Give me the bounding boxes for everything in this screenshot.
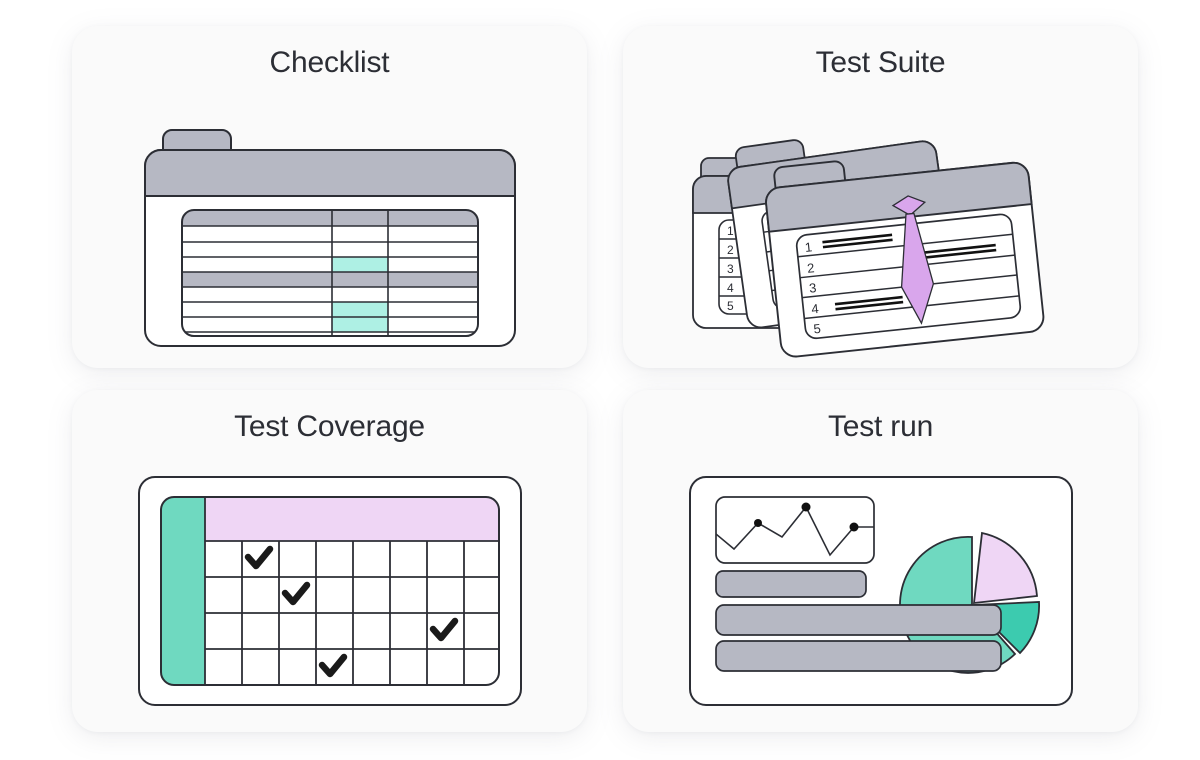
page-title-test-run: Test run [827, 410, 934, 443]
test-run-art [623, 450, 1138, 732]
page-title-checklist: Checklist [269, 46, 390, 79]
card-test-suite[interactable]: Test Suite [623, 26, 1138, 368]
row-number: 2 [727, 243, 734, 257]
grid-sidebar [160, 497, 205, 685]
grid-border [159, 496, 500, 686]
card-checklist[interactable]: Checklist [72, 26, 587, 368]
dashboard-report-icon [688, 476, 1073, 706]
row-number: 4 [810, 301, 819, 317]
card-test-run[interactable]: Test run [623, 390, 1138, 732]
pie-slice-skipped [972, 531, 1038, 605]
folder-with-table-icon [143, 129, 516, 347]
test-suite-art: 1 2 3 4 5 [623, 86, 1138, 368]
card-test-coverage[interactable]: Test Coverage [72, 390, 587, 732]
checklist-art [72, 86, 587, 368]
table-divider-row [181, 272, 478, 287]
row-number: 3 [808, 280, 817, 296]
coverage-grid [160, 497, 499, 685]
table-header-row [181, 210, 478, 226]
check-icon [429, 617, 458, 642]
report-bar [714, 604, 1002, 636]
check-icon [244, 545, 273, 570]
line-chart-panel [714, 496, 875, 564]
report-bar [714, 640, 1002, 672]
stacked-folders-icon: 1 2 3 4 5 [691, 139, 1044, 358]
page-title-test-suite: Test Suite [815, 46, 946, 79]
test-run-line-chart [714, 496, 875, 564]
report-bars [714, 570, 1002, 672]
row-number: 2 [806, 260, 815, 276]
row-number: 1 [727, 224, 734, 238]
row-number: 3 [727, 262, 734, 276]
bookmark-ribbon [891, 195, 934, 325]
check-icon [318, 653, 347, 678]
row-mark [821, 233, 893, 249]
report-bar [714, 570, 867, 598]
row-number: 5 [727, 299, 734, 313]
table-cell-highlight [331, 257, 388, 272]
folder-header-band [143, 149, 516, 197]
row-mark [923, 243, 996, 259]
line-series [715, 505, 874, 557]
table-border [180, 209, 479, 337]
row-mark [834, 295, 903, 311]
grid-header-row [204, 497, 499, 541]
check-icon [281, 581, 310, 606]
coverage-grid-icon [137, 476, 522, 706]
line-markers [753, 502, 858, 532]
folder-front: 1 2 3 4 5 [764, 160, 1044, 358]
row-number: 1 [804, 239, 813, 255]
page-title-test-coverage: Test Coverage [234, 410, 425, 443]
row-number: 4 [727, 281, 734, 295]
table-cell-highlight [331, 302, 388, 317]
table-cell-highlight [331, 317, 388, 332]
row-number: 5 [812, 321, 821, 337]
test-coverage-art [72, 450, 587, 732]
checklist-table [180, 209, 479, 337]
